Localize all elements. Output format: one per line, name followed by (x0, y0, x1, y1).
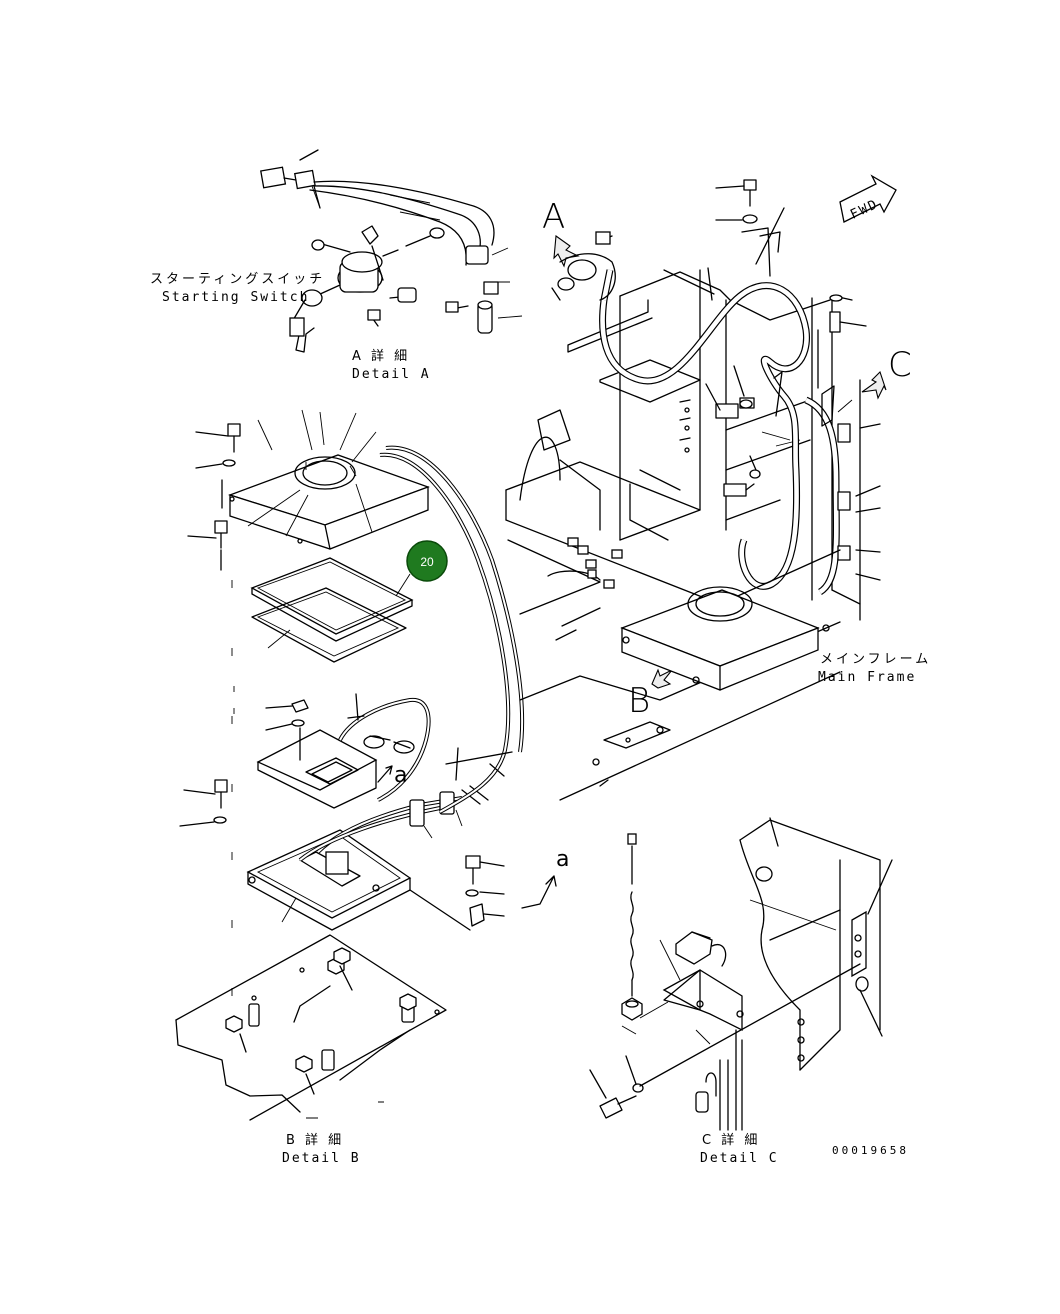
view-b-marker: B (628, 681, 650, 721)
detail-a-jp-label: A 詳 細 (352, 348, 410, 364)
main-frame-en-label: Main Frame (818, 670, 916, 685)
starting-switch-en-label: Starting Switch (162, 290, 309, 305)
main-frame-group: FWD A C B (505, 174, 931, 801)
ref-a-upper-label: a (394, 763, 407, 788)
detail-b-en-label: Detail B (282, 1151, 361, 1166)
detail-c-group: C 詳 細 Detail C (589, 817, 893, 1166)
detail-a-en-label: Detail A (352, 367, 431, 382)
controller-assembly-group: a (175, 409, 569, 1166)
callout-20-number[interactable]: 20 (420, 555, 434, 569)
main-frame-jp-label: メインフレーム (820, 652, 931, 667)
callout-20[interactable]: 20 (395, 540, 448, 597)
detail-a-group: スターティングスイッチ Starting Switch A 詳 細 Detail… (150, 149, 523, 382)
detail-c-jp-label: C 詳 細 (702, 1132, 760, 1148)
view-c-marker: C (888, 345, 912, 385)
starting-switch-jp-label: スターティングスイッチ (150, 272, 325, 287)
fwd-arrow: FWD (839, 174, 897, 223)
view-a-marker: A (542, 197, 565, 237)
detail-b-jp-label: B 詳 細 (286, 1132, 344, 1148)
detail-c-en-label: Detail C (700, 1151, 779, 1166)
ref-a-lower-label: a (556, 847, 569, 872)
callout-20-circle[interactable] (406, 540, 448, 582)
drawing-number: 00019658 (832, 1144, 909, 1157)
